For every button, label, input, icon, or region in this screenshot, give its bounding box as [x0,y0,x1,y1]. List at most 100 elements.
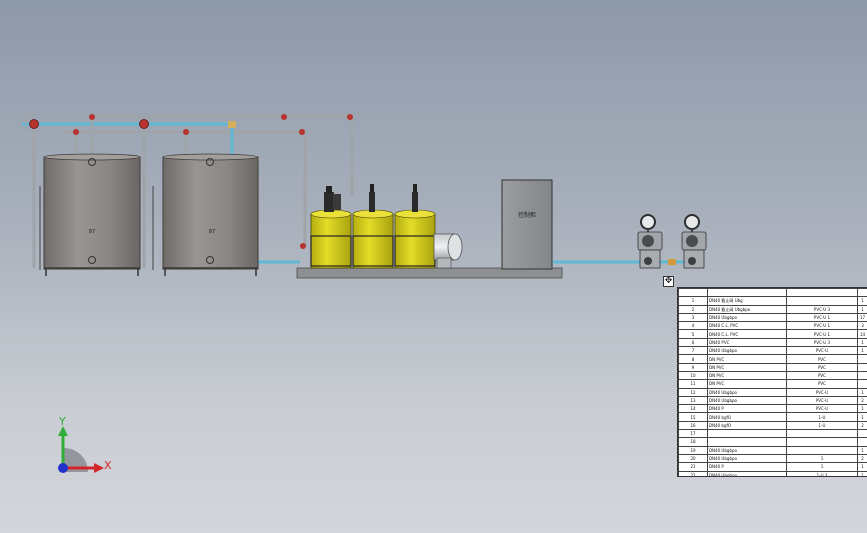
bom-cell: 18 [678,437,708,447]
bom-cell: DN40 C.L. PVC [707,329,787,339]
pump-1 [637,214,663,269]
bom-cell: 1 [857,470,867,476]
bom-cell: 3 [857,321,867,331]
bom-cell: 9 [678,362,708,372]
pump-2 [681,214,707,269]
bom-cell [786,445,858,455]
bom-cell: 17 [678,429,708,439]
bom-cell: DN40 C.L. PVC [707,321,787,331]
z-axis-dot [58,463,68,473]
bom-cell: DN40 bgfO [707,420,787,431]
bom-cell: 10 [678,370,708,381]
bom-cell: DN40 截止阀 Ubgbpo [707,304,787,314]
bom-cell [857,288,867,298]
storage-tank-1: 87 [39,153,141,276]
bom-cell: 8 [678,354,708,364]
axis-triad: Y X [58,415,112,473]
bom-cell: 1 [857,462,867,472]
valve-9 [300,243,306,249]
bom-cell: 13 [678,395,708,406]
bom-cell [786,296,858,306]
bom-cell: DN40 Ubgbpo [707,312,787,323]
bom-cell: PVC-U 1 [786,329,858,339]
bom-cell: DN PVC [707,354,787,364]
bom-cell: 2 [857,395,867,406]
bom-cell [857,429,867,439]
valve-6 [281,114,287,120]
bom-cell: DN40 P [707,462,787,472]
bom-cell: PVC [786,362,858,372]
bom-cell: 14 [857,329,867,339]
table-anchor-icon[interactable]: ✥ [663,276,674,287]
bom-cell [786,288,858,298]
bom-cell: DN40 bgfO [707,412,787,422]
bom-row: 17 [678,429,867,439]
bom-cell: DN40 Ubgbpo [707,395,787,406]
tank-1-label: 87 [89,229,95,235]
y-arrow [58,426,68,436]
bom-cell: 2 [857,420,867,431]
bom-cell [786,437,858,447]
bom-cell: DN40 Ubgbpo [707,453,787,464]
dosing-tank-3 [394,184,436,269]
bom-cell [786,429,858,439]
bom-cell: 12 [678,387,708,397]
bom-cell: 1 [857,404,867,414]
bom-cell: PVC-U [786,387,858,397]
bom-cell: 5 [678,329,708,339]
y-axis-label: Y [58,415,66,428]
bom-cell: 1 [786,462,858,472]
storage-tank-2: 87 [152,153,259,276]
bom-row: 18 [678,437,867,447]
bom-row [678,288,867,298]
bom-cell: PVC-U 3 [786,337,858,348]
bom-cell: DN40 Ubgbpo [707,387,787,397]
bom-cell: 1-U 3 [786,470,858,476]
bom-cell: DN40 Ubgbpo [707,346,787,356]
bom-cell [857,437,867,447]
bom-cell: PVC-U [786,346,858,356]
bom-cell: 1 [678,296,708,306]
bom-cell: 15 [678,412,708,422]
bom-cell: DN40 截止阀 Ubg [707,296,787,306]
bom-cell: 2 [678,304,708,314]
bom-cell: 1 [857,304,867,314]
bom-cell: 1 [857,296,867,306]
dosing-tank-1 [310,186,352,269]
bom-cell: PVC-U 1 [786,312,858,323]
bom-cell: PVC-U 3 [786,304,858,314]
bom-cell: 16 [678,420,708,431]
bom-cell [707,429,787,439]
control-cabinet: 控制柜 [501,179,553,270]
bom-cell: PVC [786,370,858,381]
bom-cell: 20 [678,453,708,464]
valve-2 [139,119,149,129]
bom-cell: 22 [678,470,708,476]
bom-cell: DN40 Ubgbpo [707,445,787,455]
bom-cell: 1 [857,346,867,356]
bom-cell: PVC [786,379,858,389]
bom-cell [857,379,867,389]
valve-1 [29,119,39,129]
bom-cell: 3 [678,312,708,323]
elbow-fitting [228,121,236,128]
x-axis-label: X [104,459,112,472]
bom-cell: DN40 PVC [707,337,787,348]
triad-base-arc [64,448,88,472]
bom-cell [857,370,867,381]
